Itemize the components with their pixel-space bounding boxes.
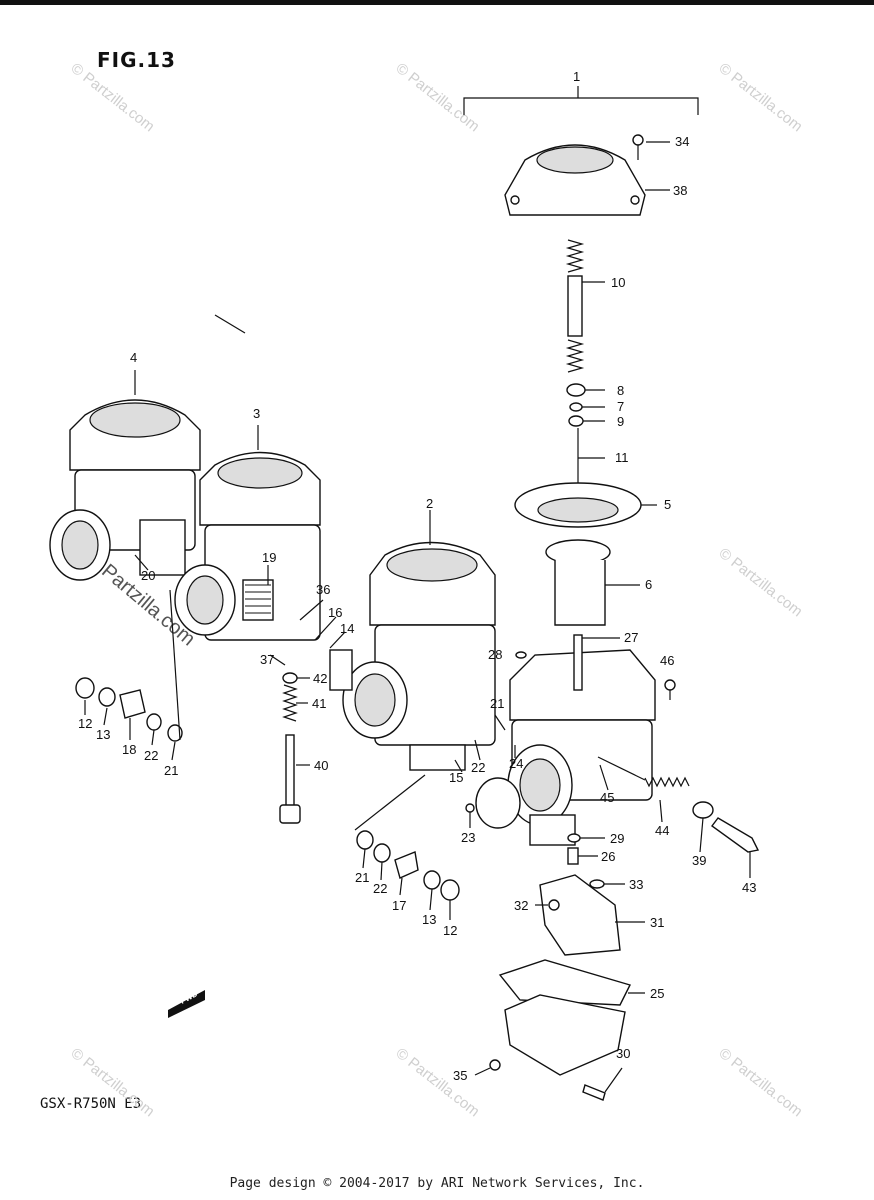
callout-11: 11	[615, 450, 629, 465]
watermark-text: © Partzilla.com	[716, 545, 806, 621]
callout-13: 13	[96, 727, 110, 742]
callout-45: 45	[600, 790, 614, 805]
washer-9	[568, 415, 584, 427]
callout-5: 5	[664, 497, 671, 512]
callout-23: 23	[461, 830, 475, 845]
float-assembly	[539, 874, 621, 956]
callout-14: 14	[340, 621, 354, 636]
callout-25: 25	[650, 986, 664, 1001]
callout-44: 44	[655, 823, 669, 838]
o-ring-28	[515, 651, 527, 659]
callout-37: 37	[260, 652, 274, 667]
adjuster-assembly	[597, 756, 760, 853]
piston	[545, 539, 611, 626]
callout-8: 8	[617, 383, 624, 398]
callout-42: 42	[313, 671, 327, 686]
callout-12: 12	[443, 923, 457, 938]
model-code: GSX-R750N E3	[40, 1096, 142, 1112]
callout-19: 19	[262, 550, 276, 565]
callout-43: 43	[742, 880, 756, 895]
callout-18: 18	[122, 742, 136, 757]
callout-31: 31	[650, 915, 664, 930]
callout-24: 24	[509, 756, 523, 771]
float-bowl	[489, 959, 632, 1101]
forward-arrow-badge: FWD	[168, 989, 205, 1018]
carburetor-4	[49, 370, 201, 581]
callout-2: 2	[426, 496, 433, 511]
top-border-rule	[0, 0, 874, 5]
callout-7: 7	[617, 399, 624, 414]
callout-16: 16	[328, 605, 342, 620]
callout-32: 32	[514, 898, 528, 913]
screw-34	[632, 134, 644, 160]
pin-27	[573, 634, 583, 691]
watermark-text: © Partzilla.com	[68, 1045, 158, 1121]
callout-9: 9	[617, 414, 624, 429]
callout-38: 38	[673, 183, 687, 198]
callout-21: 21	[355, 870, 369, 885]
callout-33: 33	[629, 877, 643, 892]
callout-36: 36	[316, 582, 330, 597]
callout-21: 21	[490, 696, 504, 711]
watermark-text: © Partzilla.com	[716, 60, 806, 136]
watermark-text: © Partzilla.com	[68, 60, 158, 136]
watermark-text: © Partzilla.com	[393, 1045, 483, 1121]
callout-6: 6	[645, 577, 652, 592]
callout-28: 28	[488, 647, 502, 662]
callout-15: 15	[449, 770, 463, 785]
jet-29	[567, 833, 581, 843]
callout-labels: 1 34 38 10 8 7 9 11 5 6 27 46 4 3 2 20 1…	[78, 69, 756, 1083]
retainer-8	[566, 383, 586, 397]
callout-10: 10	[611, 275, 625, 290]
callout-22: 22	[373, 881, 387, 896]
screw-46	[664, 679, 676, 700]
callout-4: 4	[130, 350, 137, 365]
callout-12: 12	[78, 716, 92, 731]
carburetor-3	[174, 425, 321, 641]
callout-13: 13	[422, 912, 436, 927]
callout-21: 21	[164, 763, 178, 778]
watermark-text: © Partzilla.com	[716, 1045, 806, 1121]
assembly-bracket	[463, 86, 699, 115]
top-cap	[504, 144, 646, 216]
callout-20: 20	[141, 568, 155, 583]
diaphragm	[514, 482, 642, 528]
callout-27: 27	[624, 630, 638, 645]
footer-credit: Page design © 2004-2017 by ARI Network S…	[229, 1176, 645, 1191]
clip-7	[569, 402, 583, 412]
callout-41: 41	[312, 696, 326, 711]
callout-3: 3	[253, 406, 260, 421]
callout-26: 26	[601, 849, 615, 864]
callout-17: 17	[392, 898, 406, 913]
callout-30: 30	[616, 1046, 630, 1061]
carburetor-2	[329, 510, 496, 771]
side-cover	[465, 777, 521, 829]
figure-title: FIG.13	[97, 48, 176, 72]
throttle-stop-screw	[279, 672, 301, 824]
callout-35: 35	[453, 1068, 467, 1083]
left-fittings	[75, 677, 183, 742]
callout-22: 22	[471, 760, 485, 775]
spring-rod	[565, 239, 585, 373]
callout-34: 34	[675, 134, 689, 149]
callout-29: 29	[610, 831, 624, 846]
callout-1: 1	[573, 69, 580, 84]
callout-40: 40	[314, 758, 328, 773]
callout-46: 46	[660, 653, 674, 668]
jet-26	[567, 847, 579, 865]
callout-39: 39	[692, 853, 706, 868]
callout-22: 22	[144, 748, 158, 763]
leader-lines	[84, 141, 751, 1093]
